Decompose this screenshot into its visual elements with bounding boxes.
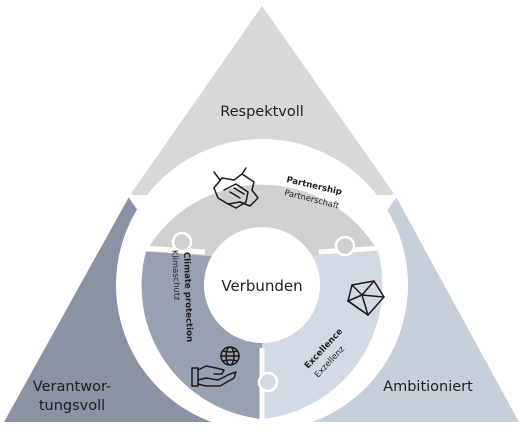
corner-label-bottom-left-2: tungsvoll: [39, 398, 105, 414]
hand-globe-icon: [191, 346, 240, 387]
puzzle-knob-left: [171, 231, 193, 253]
ring-segment-excellence: [262, 251, 383, 419]
center-label: Verbunden: [221, 277, 302, 295]
diamond-icon: [347, 280, 385, 316]
ring-segment-partnership: [145, 184, 379, 256]
climate-title: Climate protection: [181, 252, 194, 343]
climate-subtitle: Klimaschutz: [170, 250, 183, 302]
ring-gap-1: [139, 245, 206, 255]
handshake-group-icon: [213, 167, 259, 209]
corner-label-bottom-right: Ambitioniert: [383, 379, 473, 395]
top-panel: [130, 6, 395, 195]
corner-label-top: Respektvoll: [220, 104, 304, 120]
corner-label-bottom-left-1: Verantwor-: [33, 379, 111, 395]
center-circle: [207, 230, 317, 340]
puzzle-knob-bottom: [257, 371, 279, 393]
puzzle-knob-right: [334, 235, 356, 257]
ring-segment-climate: [141, 251, 262, 419]
